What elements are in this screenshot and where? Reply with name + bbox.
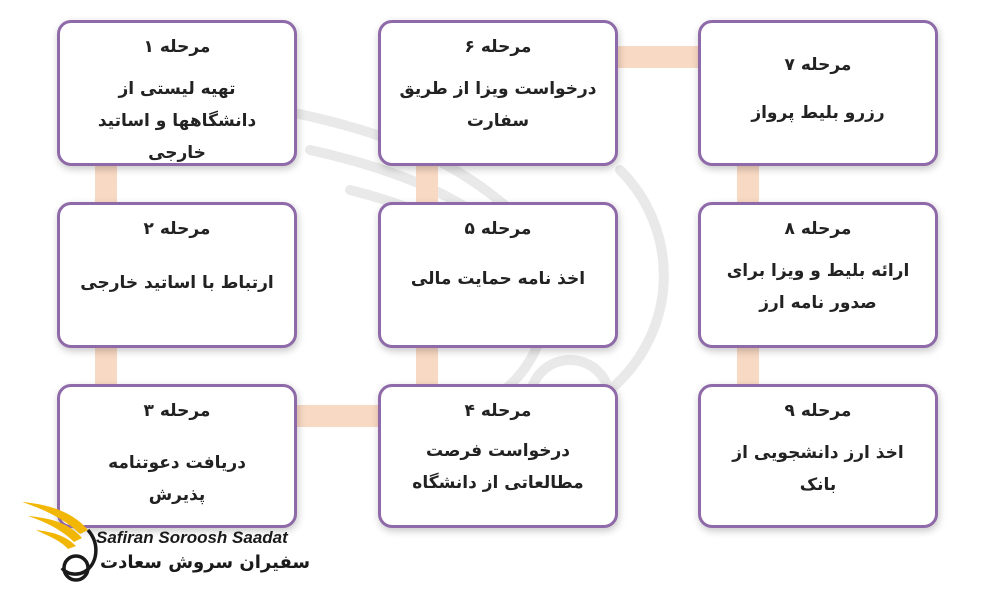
connector-8-9 <box>737 345 759 387</box>
step-card-6: مرحله ۶ درخواست ویزا از طریق سفارت <box>378 20 618 166</box>
connector-1-2 <box>95 163 117 205</box>
step-text: درخواست ویزا از طریق سفارت <box>399 79 597 131</box>
step-label: مرحله ۴ <box>464 401 532 421</box>
step-text: اخذ ارز دانشجویی از بانک <box>732 443 904 495</box>
step-label: مرحله ۲ <box>143 219 211 239</box>
step-label: مرحله ۵ <box>464 219 532 239</box>
step-card-7: مرحله ۷ رزرو بلیط پرواز <box>698 20 938 166</box>
step-label: مرحله ۳ <box>143 401 211 421</box>
brand-logo: Safiran Soroosh Saadat سفیران سروش سعادت <box>18 494 310 594</box>
brand-name-fa: سفیران سروش سعادت <box>100 552 311 573</box>
wing-icon <box>22 502 98 582</box>
step-card-4: مرحله ۴ درخواست فرصت مطالعاتی از دانشگاه <box>378 384 618 528</box>
step-text: ارائه بلیط و ویزا برای صدور نامه ارز <box>726 261 910 313</box>
connector-6-7 <box>617 46 701 68</box>
step-label: مرحله ۷ <box>784 55 852 75</box>
step-card-3: مرحله ۳ دریافت دعوتنامه پذیرش <box>57 384 297 528</box>
step-card-8: مرحله ۸ ارائه بلیط و ویزا برای صدور نامه… <box>698 202 938 348</box>
connector-3-4 <box>296 405 380 427</box>
connector-2-3 <box>95 345 117 387</box>
step-text: تهیه لیستی از دانشگاهها و اساتید خارجی <box>97 79 257 163</box>
connector-4-5 <box>416 345 438 387</box>
step-text: ارتباط با اساتید خارجی <box>80 273 274 293</box>
step-text: دریافت دعوتنامه پذیرش <box>108 453 246 505</box>
step-card-2: مرحله ۲ ارتباط با اساتید خارجی <box>57 202 297 348</box>
connector-5-6 <box>416 163 438 205</box>
step-label: مرحله ۸ <box>784 219 852 239</box>
step-label: مرحله ۱ <box>143 37 211 57</box>
step-text: رزرو بلیط پرواز <box>751 103 885 123</box>
step-card-1: مرحله ۱ تهیه لیستی از دانشگاهها و اساتید… <box>57 20 297 166</box>
step-text: اخذ نامه حمایت مالی <box>410 269 586 289</box>
step-text: درخواست فرصت مطالعاتی از دانشگاه <box>412 441 584 493</box>
brand-name-en: Safiran Soroosh Saadat <box>96 528 288 547</box>
step-label: مرحله ۹ <box>784 401 852 421</box>
step-label: مرحله ۶ <box>464 37 532 57</box>
step-card-5: مرحله ۵ اخذ نامه حمایت مالی <box>378 202 618 348</box>
step-card-9: مرحله ۹ اخذ ارز دانشجویی از بانک <box>698 384 938 528</box>
connector-7-8 <box>737 163 759 205</box>
